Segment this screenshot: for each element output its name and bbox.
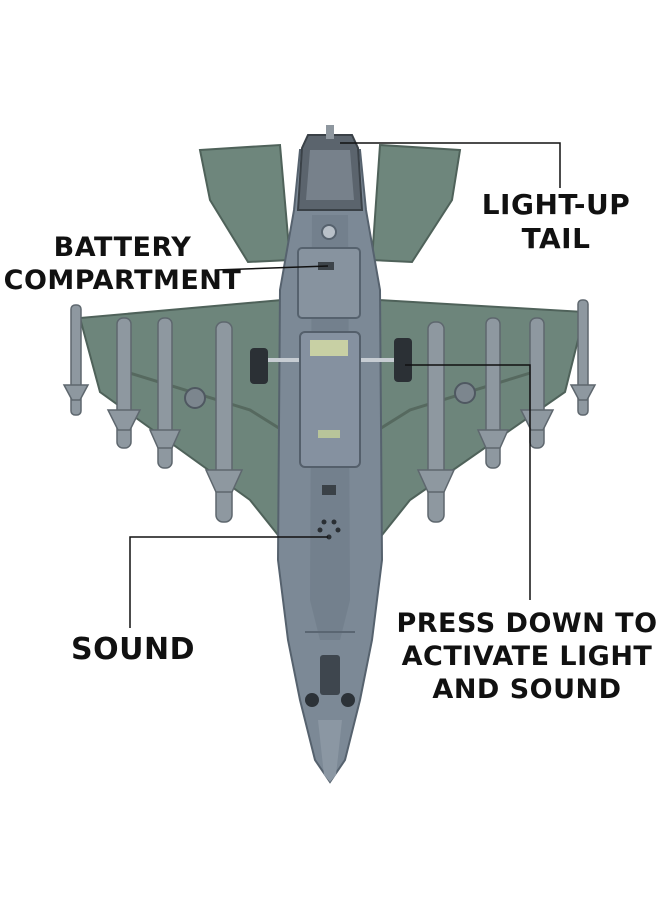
battery-label-line1: BATTERY [53, 232, 192, 263]
sound-label-line1: SOUND [71, 632, 195, 667]
missiles-right [416, 299, 597, 523]
press-label-line3: AND SOUND [432, 673, 622, 705]
tail-label-line2: TAIL [521, 222, 591, 256]
switch-panel [250, 331, 412, 468]
press-down-label: PRESS DOWN TO ACTIVATE LIGHT AND SOUND [394, 608, 660, 707]
sound-label: SOUND [58, 632, 208, 669]
speaker-grille [317, 485, 341, 540]
tail-leader-line [340, 142, 561, 188]
light-up-tail [296, 125, 364, 211]
light-up-tail-label: LIGHT-UP TAIL [470, 188, 642, 256]
press-label-line1: PRESS DOWN TO [396, 608, 658, 639]
leader-lines [129, 142, 561, 628]
tail-fins [198, 143, 462, 264]
press-leader-line [405, 364, 531, 600]
tail-label-line1: LIGHT-UP [481, 188, 631, 221]
battery-label-line2: COMPARTMENT [3, 264, 242, 296]
sound-leader-line [129, 536, 328, 628]
press-label-line2: ACTIVATE LIGHT [401, 640, 653, 672]
missiles-left [62, 304, 244, 523]
battery-leader-line [214, 265, 329, 271]
battery-compartment-label: BATTERY COMPARTMENT [0, 232, 245, 298]
